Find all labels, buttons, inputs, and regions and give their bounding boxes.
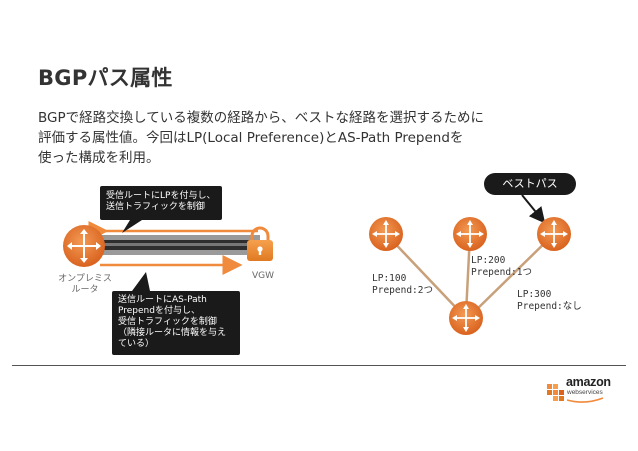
- vgw-label: VGW: [251, 271, 275, 281]
- footer-divider: [12, 365, 626, 366]
- onprem-router-label: オンプレミス ルータ: [54, 274, 116, 296]
- callout-lp: [100, 186, 222, 233]
- path-label-lp300: LP:300 Prepend:なし: [517, 289, 582, 313]
- router-label-line: ルータ: [71, 285, 99, 295]
- aws-logo-icon: [547, 384, 604, 403]
- best-path-label: ベストパス: [502, 177, 558, 190]
- path-lp: LP:100: [372, 273, 407, 284]
- path-prepend: Prepend:1つ: [471, 267, 532, 278]
- router-icon-c: [537, 217, 571, 251]
- router-icon: [63, 225, 105, 267]
- router-icon-a: [369, 217, 403, 251]
- vgw-lock-icon: [247, 226, 273, 261]
- callout-as-path: [112, 272, 240, 355]
- body-line: 評価する属性値。今回はLP(Local Preference)とAS-Path …: [38, 130, 464, 146]
- callout-line: 受信ルートにLPを付与し、: [106, 191, 216, 201]
- router-icon-b: [453, 217, 487, 251]
- callout-line: Prependを付与し、: [118, 306, 200, 316]
- path-prepend: Prepend:2つ: [372, 285, 433, 296]
- slide-body: BGPで経路交換している複数の経路から、ベストな経路を選択するために 評価する属…: [38, 108, 618, 168]
- vpn-tunnel: [82, 235, 260, 255]
- path-prepend: Prepend:なし: [517, 301, 582, 312]
- callout-line: 受信トラフィックを制御: [118, 317, 217, 327]
- logo-name: amazon: [566, 375, 611, 389]
- body-line: BGPで経路交換している複数の経路から、ベストな経路を選択するために: [38, 110, 484, 126]
- callout-line: 送信トラフィックを制御: [106, 202, 205, 212]
- callout-line: 送信ルートにAS-Path: [118, 295, 207, 305]
- callout-line: ている）: [118, 339, 155, 349]
- path-label-lp200: LP:200 Prepend:1つ: [471, 255, 532, 279]
- callout-as-path-text: 送信ルートにAS-Path Prependを付与し、 受信トラフィックを制御 （…: [118, 295, 226, 350]
- path-lp: LP:300: [517, 289, 552, 300]
- body-line: 使った構成を利用。: [38, 150, 160, 166]
- router-label-line: オンプレミス: [58, 274, 112, 284]
- callout-lp-text: 受信ルートにLPを付与し、 送信トラフィックを制御: [106, 191, 215, 213]
- slide-title: BGPパス属性: [38, 66, 173, 90]
- path-label-lp100: LP:100 Prepend:2つ: [372, 273, 433, 297]
- best-path-callout: [484, 173, 576, 224]
- callout-line: （隣接ルータに情報を与え: [118, 328, 227, 338]
- path-lp: LP:200: [471, 255, 506, 266]
- router-group: [369, 217, 571, 335]
- router-icon-hub: [449, 301, 483, 335]
- logo-sub: webservices: [567, 389, 603, 396]
